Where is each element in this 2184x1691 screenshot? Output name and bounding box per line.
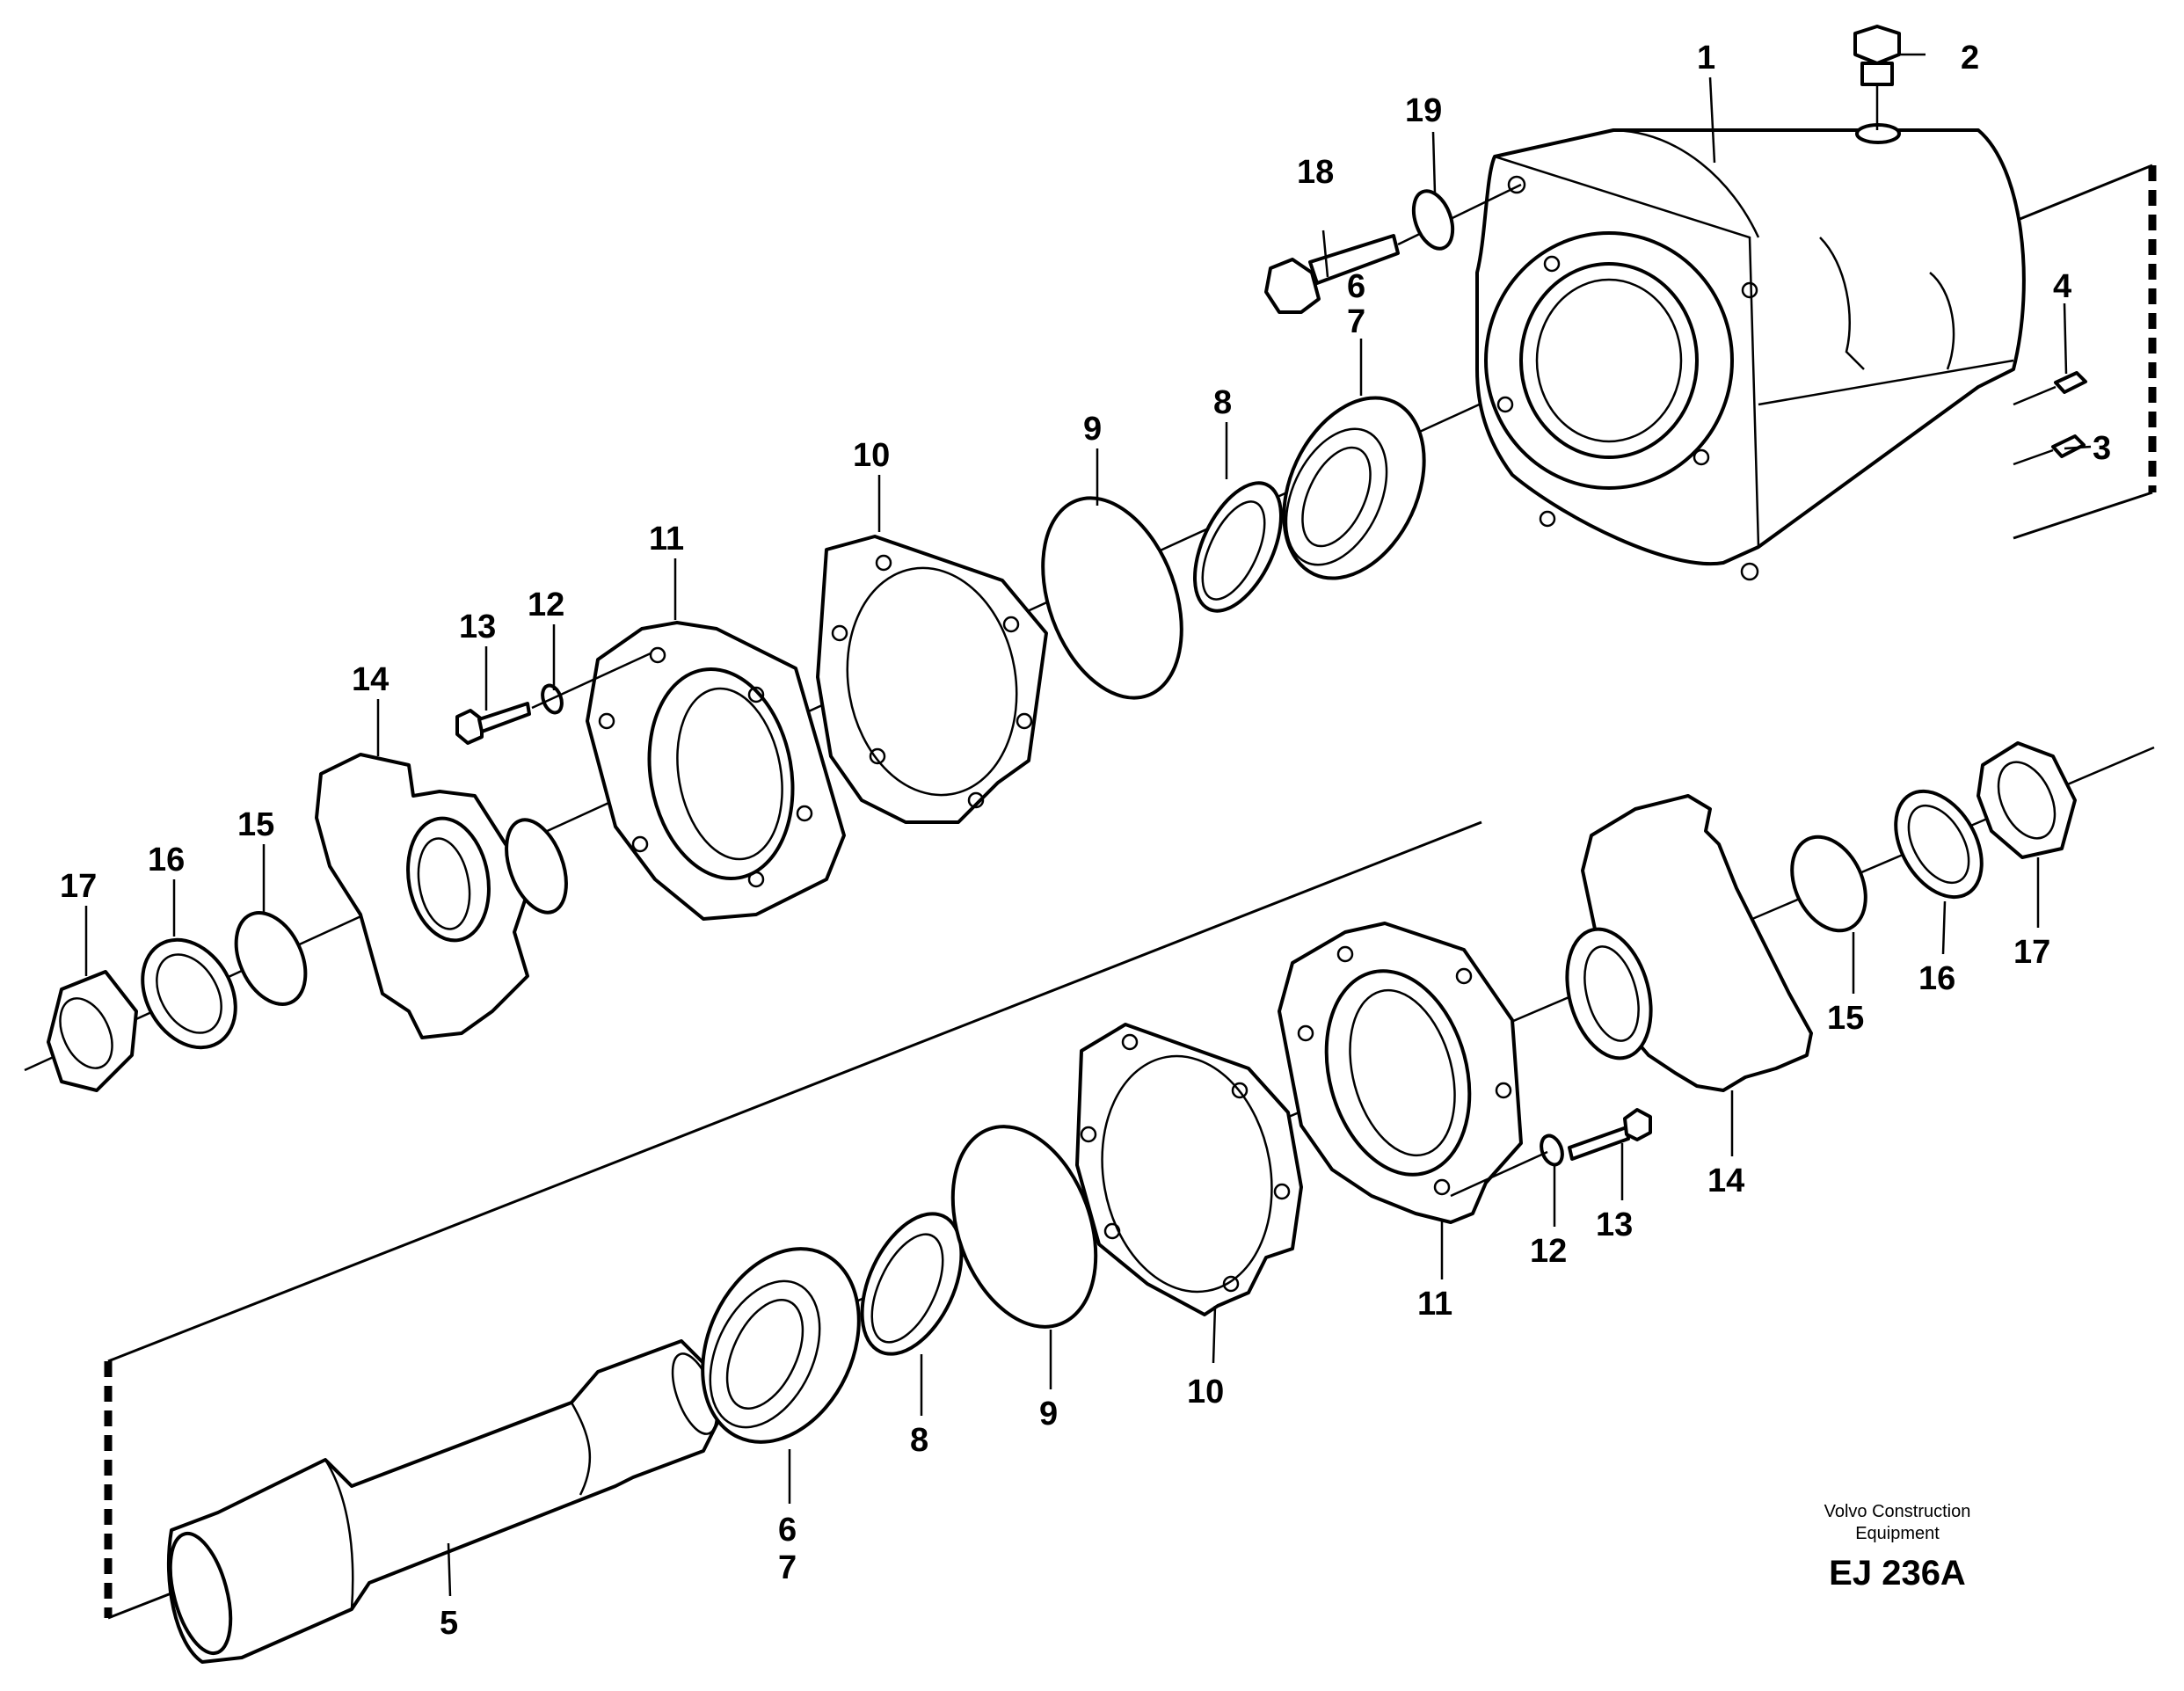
yoke-part-14-top — [315, 753, 568, 1039]
o-ring-part-15-top — [234, 911, 308, 1006]
bolt-part-13-top — [455, 652, 652, 745]
callout-6-top: 6 — [1347, 268, 1365, 305]
flange-part-11-top — [586, 621, 846, 921]
housing-part-1 — [1475, 123, 2026, 581]
callout-11-top: 11 — [649, 521, 684, 558]
callout-4: 4 — [2053, 268, 2071, 305]
callout-6-bottom: 6 — [778, 1512, 797, 1549]
callout-labels: 1 2 3 4 5 6 7 8 9 10 11 12 13 14 15 16 1… — [60, 40, 2111, 1642]
drawing-code: EJ 236A — [1829, 1554, 1966, 1593]
callout-14-bottom: 14 — [1707, 1163, 1744, 1199]
seal-part-8-bottom — [860, 1212, 964, 1356]
callout-7-bottom: 7 — [778, 1549, 797, 1586]
o-ring-part-9-top — [1041, 496, 1183, 700]
leader-lines — [84, 53, 2092, 1597]
callout-8-top: 8 — [1213, 384, 1232, 421]
screw-plug-part-4 — [2013, 371, 2087, 406]
callout-3: 3 — [2093, 430, 2111, 467]
callout-5: 5 — [440, 1605, 458, 1642]
callout-11-bottom: 11 — [1417, 1286, 1452, 1323]
credit-line-2: Equipment — [1855, 1524, 1940, 1543]
callout-17-top: 17 — [60, 868, 97, 905]
screw-plug-part-3 — [2013, 434, 2086, 466]
gasket-part-10-bottom — [1075, 1023, 1303, 1316]
bolt-part-13-bottom — [1450, 1108, 1652, 1198]
callout-13-bottom: 13 — [1596, 1206, 1633, 1243]
callout-1: 1 — [1697, 40, 1715, 77]
credit-line-1: Volvo Construction — [1824, 1502, 1971, 1521]
o-ring-part-15-bottom — [1790, 835, 1867, 933]
bearing-part-7-top — [1282, 396, 1426, 580]
callout-14-top: 14 — [352, 661, 389, 698]
yoke-part-14-bottom — [1565, 794, 1813, 1092]
bolt-part-18 — [1264, 183, 1522, 314]
bearing-part-7-bottom — [701, 1247, 861, 1444]
washer-part-16-top — [141, 937, 237, 1050]
callout-10-top: 10 — [853, 437, 890, 474]
washer-part-16-bottom — [1894, 789, 1984, 900]
callout-8-bottom: 8 — [910, 1422, 928, 1459]
flange-part-11-bottom — [1278, 922, 1523, 1224]
callout-9-top: 9 — [1083, 411, 1102, 448]
washer-part-12-bottom — [1540, 1133, 1564, 1167]
callout-12-top: 12 — [528, 587, 564, 623]
callout-12-bottom: 12 — [1530, 1233, 1567, 1270]
nut-part-17-bottom — [1977, 741, 2077, 859]
callout-10-bottom: 10 — [1187, 1374, 1224, 1410]
plug-part-2 — [1853, 25, 1901, 130]
callout-15-top: 15 — [237, 806, 274, 843]
seal-part-8-top — [1193, 481, 1283, 613]
callout-16-bottom: 16 — [1918, 960, 1955, 997]
gasket-part-10-top — [816, 535, 1048, 824]
callout-15-bottom: 15 — [1827, 1000, 1864, 1037]
callout-13-top: 13 — [459, 609, 496, 645]
callout-2: 2 — [1961, 40, 1979, 77]
callout-9-bottom: 9 — [1039, 1396, 1058, 1432]
shaft-part-5 — [166, 1339, 723, 1664]
nut-part-17-top — [47, 970, 138, 1092]
washer-part-19 — [1411, 189, 1455, 251]
callout-18: 18 — [1297, 154, 1334, 191]
callout-19: 19 — [1405, 92, 1442, 129]
callout-17-bottom: 17 — [2013, 934, 2050, 971]
callout-7-top: 7 — [1347, 303, 1365, 340]
callout-16-top: 16 — [148, 842, 185, 878]
